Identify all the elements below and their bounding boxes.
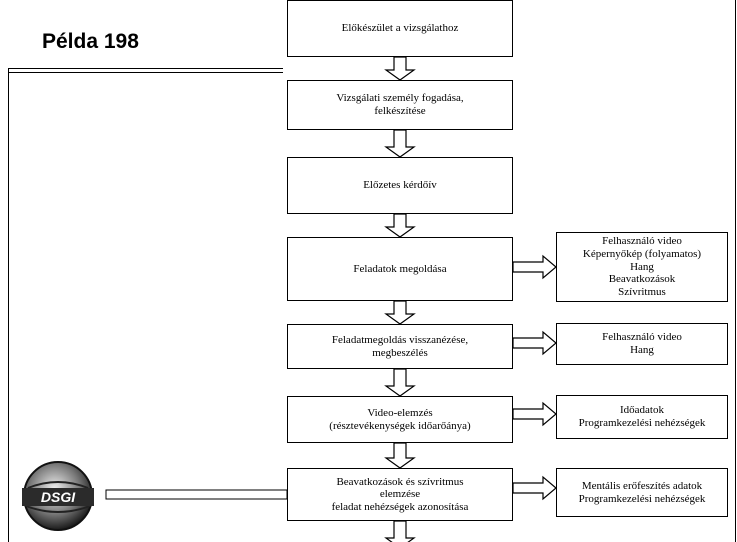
logo-connector-bar [105,489,288,500]
frame-right-line [735,0,736,542]
dsgi-logo-text: DSGI [41,489,76,505]
step-box-tasks: Feladatok megoldása [287,237,513,301]
right-arrow [512,475,557,501]
right-arrow [512,401,557,427]
right-arrow [512,330,557,356]
step-box-interventions: Beavatkozások és szívritmus elemzése fel… [287,468,513,521]
step-box-reception: Vizsgálati személy fogadása, felkészítés… [287,80,513,130]
down-arrow [384,442,416,469]
output-box-mental-effort: Mentális erőfeszítés adatok Programkezel… [556,468,728,517]
output-box-video-audio: Felhasználó video Hang [556,323,728,365]
frame-top-line [8,68,283,69]
right-arrow [512,254,557,280]
step-box-preparation: Előkészület a vizsgálathoz [287,0,513,57]
output-box-time-data: Időadatok Programkezelési nehézségek [556,395,728,439]
down-arrow [384,300,416,325]
step-box-questionnaire: Előzetes kérdőív [287,157,513,214]
step-box-review: Feladatmegoldás visszanézése, megbeszélé… [287,324,513,369]
down-arrow [384,56,416,81]
frame-top-line-2 [8,72,283,73]
down-arrow [384,129,416,158]
down-arrow [384,213,416,238]
slide-title: Példa 198 [42,30,139,53]
dsgi-logo: DSGI [22,461,94,531]
output-box-recordings: Felhasználó video Képernyőkép (folyamato… [556,232,728,302]
frame-left-line [8,68,9,542]
step-box-video-analysis: Video-elemzés (résztevékenységek időarőá… [287,396,513,443]
down-arrow [384,520,416,542]
down-arrow [384,368,416,397]
